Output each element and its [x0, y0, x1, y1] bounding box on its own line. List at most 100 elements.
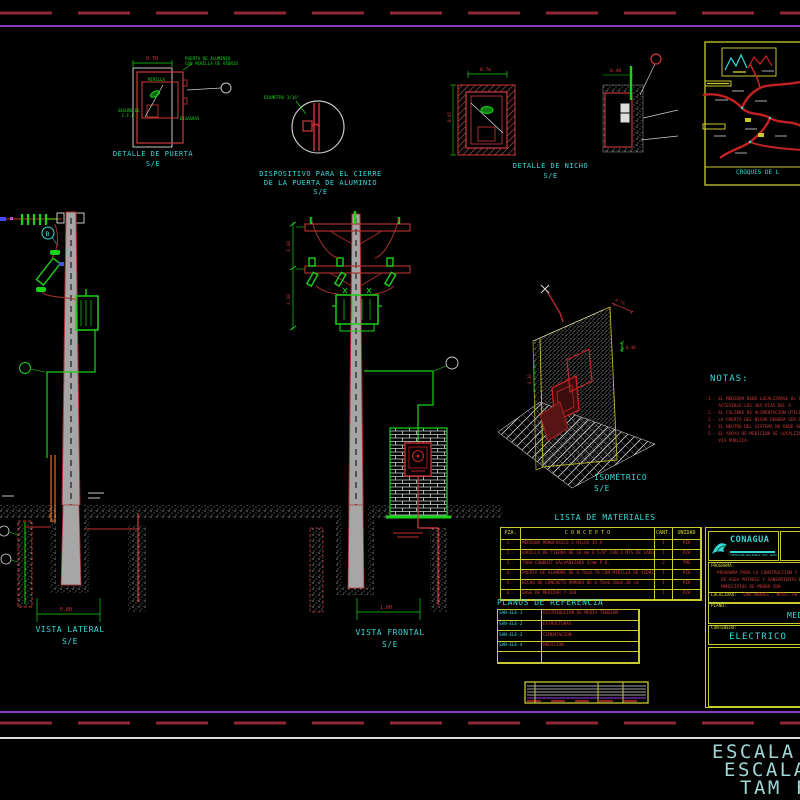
lista-row-num: 6.-: [501, 590, 521, 600]
dim-frontal-arm2: 2.10: [286, 294, 292, 305]
title-dispositivo-l1: DISPOSITIVO PARA EL CIERRE: [259, 170, 382, 178]
footer-escala-line1: ESCALA D: [712, 741, 796, 763]
dim-nicho-fondo: 0.40: [610, 68, 621, 74]
footer-escala-line2: ESCALA: [724, 759, 800, 781]
puerta-bisagras-label: BISAGRAS: [180, 116, 200, 121]
marker-b-letter: B: [46, 230, 50, 238]
plano-ref-desc: CIMENTACION: [542, 631, 639, 642]
plano-ref-desc: ESTRUCTURAS: [542, 620, 639, 632]
footer-tam-line3: TAM F: [740, 777, 800, 799]
lista-row-unidad: PZA: [673, 570, 701, 580]
plano-ref-desc: [542, 652, 639, 663]
nota-line: ACCESIBLE LOS 365 DIAS DEL A: [708, 404, 791, 409]
dispositivo-diametro-label: DIAMETRO 3/16": [264, 95, 299, 100]
contenido-value: ELECTRICO: [729, 632, 787, 642]
lista-header-cant: CANT.: [655, 528, 673, 540]
nota-line: 3.- LA PUERTA DEL NICHO DEBERA SER DE AL: [708, 418, 800, 423]
croquis-caption: CROQUIS DE L: [736, 169, 780, 176]
vista-lateral-drawing: [0, 211, 146, 622]
dim-lateral-base: 0.80: [60, 607, 72, 613]
titleblock-logo-box: CONAGUA COMISIÓN NACIONAL DEL AGUA: [708, 531, 779, 561]
lista-materiales-title: LISTA DE MATERIALES: [554, 513, 656, 522]
puerta-seguro-l2: C.F.E.: [122, 113, 136, 118]
lista-header-num: PZA.: [501, 528, 521, 540]
dim-nicho-alto: 0.45: [447, 111, 452, 122]
titleblock-contenido-box: CONTENIDO: ELECTRICO: [708, 625, 800, 645]
lista-row-concepto: BASE DE MEDIDOR 7-100: [521, 590, 655, 600]
lista-row-num: 2.-: [501, 550, 521, 560]
titleblock-logo-box-2: [780, 531, 800, 561]
plano-ref-code: SAN-ELE-2: [498, 620, 542, 632]
nota-line: VIA PUBLICA.: [708, 439, 750, 444]
croquis-map: [702, 41, 800, 186]
nota-line: 1.- EL MEDIDOR DEBE LOCALIZARSE AL FRENT…: [708, 397, 800, 402]
puerta-seguro-l1: SEGURO DE: [118, 108, 140, 113]
puerta-note-l2: CON MIRILLA DE VIDRIO: [185, 61, 238, 66]
lista-row-cant: 2: [655, 560, 673, 570]
lista-materiales-table: PZA. C O N C E P T O CANT. UNIDAD 1.- ME…: [500, 527, 702, 601]
vista-frontal-drawing: [289, 211, 459, 620]
title-vista-frontal: VISTA FRONTAL: [355, 628, 425, 637]
localidad-label: LOCALIDAD:: [711, 593, 737, 598]
plano-ref-desc: MEDICION: [542, 641, 639, 653]
title-isometrico: ISOMÉTRICO: [594, 473, 648, 482]
lista-row-num: 4.-: [501, 570, 521, 580]
nota-line: 5.- EL APOYO DE MEDICION SE LOCALIZARA: [708, 432, 800, 437]
graphic-scale-bar: [524, 681, 649, 704]
lista-row-unidad: PZA: [673, 590, 701, 600]
conagua-logo-icon: [712, 543, 775, 554]
lista-row-concepto: TUBO CONDUIT GALVANIZADO 32mm P.D.: [521, 560, 655, 570]
conagua-subtitle: COMISIÓN NACIONAL DEL AGUA: [730, 553, 777, 557]
lista-row-cant: 1: [655, 570, 673, 580]
lista-header-concepto: C O N C E P T O: [521, 528, 655, 540]
plano-ref-code: SAN-ELE-1: [498, 610, 542, 621]
nota-line: 2.- EL CALIBRE DE ALIMENTACION UTILIZADO: [708, 411, 800, 416]
puerta-note-l1: PUERTA DE ALUMINIO: [185, 56, 231, 61]
scale-detalle-puerta: S/E: [145, 160, 161, 168]
lista-row-cant: 1: [655, 580, 673, 590]
scale-vista-frontal: S/E: [382, 640, 398, 649]
dim-iso-fondo: 0.40: [626, 345, 636, 350]
scale-isometrico: S/E: [594, 484, 610, 493]
nota-line: 4.- EL NEUTRO DEL SISTEMA NO DEBE ABR: [708, 425, 800, 430]
lista-row-cant: 1: [655, 590, 673, 600]
puerta-mirilla-label: MIRILLA: [148, 77, 165, 82]
scale-dispositivo: S/E: [313, 188, 328, 196]
lista-row-concepto: PUERTA DE ALAMBRE DE 0.70x0.70 CON MIRIL…: [521, 570, 655, 580]
lista-row-cant: 1: [655, 550, 673, 560]
detalle-puerta-drawing: [132, 60, 232, 148]
scale-vista-lateral: S/E: [62, 637, 78, 646]
sheet-border: [0, 11, 800, 739]
dim-frontal-arm1: 1.10: [286, 241, 292, 252]
localidad-value: SAN ANDRES , MPIO. AH: [743, 593, 798, 598]
dim-frontal-base: 1.00: [380, 605, 392, 611]
dim-iso-ancho: 0.30: [527, 374, 532, 384]
dim-puerta: 0.70: [146, 56, 158, 62]
planos-referencia-table: SAN-ELE-1 DISTRIBUCION DE MEDIA TENSION …: [497, 609, 640, 664]
lista-header-unidad: UNIDAD: [673, 528, 701, 540]
isometrico-drawing: [497, 284, 656, 489]
lista-row-num: 5.-: [501, 580, 521, 590]
detalle-nicho-drawing: [450, 53, 679, 156]
dispositivo-cierre-drawing: [291, 100, 345, 154]
lista-row-unidad: TMS: [673, 560, 701, 570]
ground-band: [0, 505, 502, 518]
plano-value: MED: [787, 611, 800, 620]
plano-label: PLANO:: [711, 604, 727, 609]
lista-row-unidad: PZA: [673, 540, 701, 550]
titleblock-programa-box: PROGRAMA: PROGRAMA PARA LA CONSTRUCCION …: [708, 562, 800, 603]
lista-row-concepto: MEDIDOR MONOFASICO 2 HILOS 15 A: [521, 540, 655, 550]
notas-title: NOTAS:: [710, 374, 749, 384]
title-detalle-puerta: DETALLE DE PUERTA: [112, 150, 194, 158]
programa-label: PROGRAMA:: [711, 564, 735, 569]
contenido-label: CONTENIDO:: [711, 626, 737, 631]
titleblock-plano-box: PLANO: MED: [708, 603, 800, 624]
lista-row-concepto: NICHO DE CONCRETO ARMADO DE 0.70x0.50x0.…: [521, 580, 655, 590]
titleblock-frame: [705, 527, 800, 708]
title-vista-lateral: VISTA LATERAL: [35, 625, 105, 634]
lista-row-num: 1.-: [501, 540, 521, 550]
conagua-wordmark: CONAGUA: [730, 535, 770, 545]
programa-line3: MUNICIPIOS DE MENOR IDH: [721, 585, 781, 590]
